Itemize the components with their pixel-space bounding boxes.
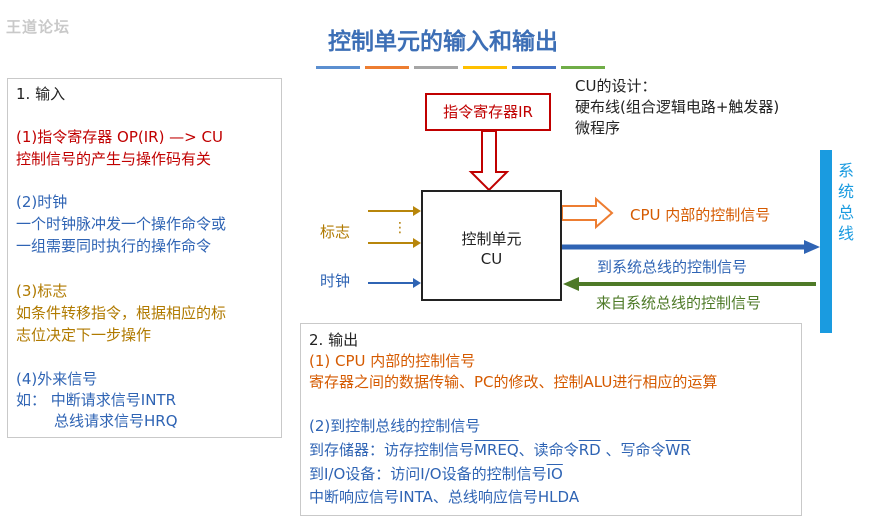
page-title: 控制单元的输入和输出 bbox=[328, 29, 558, 55]
input-panel: 1. 输入 (1)指令寄存器 OP(IR) —> CU 控制信号的产生与操作码有… bbox=[7, 78, 282, 438]
mreq-signal: MREQ bbox=[474, 441, 519, 459]
title-bar-1 bbox=[316, 66, 360, 69]
watermark-logo: 王道论坛 bbox=[6, 18, 71, 36]
from-bus-arrow bbox=[563, 277, 816, 291]
interrupt-signal-line: 中断响应信号INTA、总线响应信号HLDA bbox=[309, 488, 580, 506]
control-unit-label: 控制单元 bbox=[461, 230, 522, 248]
rd-signal: RD bbox=[578, 441, 601, 459]
cu-design-line-3: 微程序 bbox=[575, 119, 621, 137]
ext-desc-2: 总线请求信号HRQ bbox=[54, 412, 178, 430]
memory-signal-line: 到存储器：访存控制信号MREQ、读命令RD 、写命令WR bbox=[309, 440, 691, 461]
clock-desc-2: 一组需要同时执行的操作命令 bbox=[16, 237, 212, 255]
cu-design-line-1: CU的设计： bbox=[575, 77, 657, 95]
title-bar-6 bbox=[561, 66, 605, 69]
control-unit-abbr: CU bbox=[480, 250, 503, 268]
io-signal-line: 到I/O设备：访问I/O设备的控制信号IO bbox=[309, 464, 563, 485]
read-command-text: 、读命令 bbox=[518, 441, 579, 459]
cu-design-line-2: 硬布线(组合逻辑电路+触发器) bbox=[575, 98, 780, 116]
ir-to-cu-arrow bbox=[468, 130, 510, 192]
flag-desc-1: 如条件转移指令，根据相应的标 bbox=[16, 304, 227, 322]
write-command-text: 、写命令 bbox=[600, 441, 666, 459]
ir-desc: 控制信号的产生与操作码有关 bbox=[16, 150, 212, 168]
clock-label: 时钟 bbox=[320, 272, 351, 290]
ext-title: (4)外来信号 bbox=[16, 370, 98, 388]
input-heading: 1. 输入 bbox=[16, 85, 66, 103]
to-bus-arrow bbox=[562, 240, 820, 254]
flag-input-arrow-2 bbox=[368, 238, 421, 248]
output-panel: 2. 输出 (1) CPU 内部的控制信号 寄存器之间的数据传输、PC的修改、控… bbox=[300, 323, 802, 516]
title-bar-4 bbox=[463, 66, 507, 69]
cpu-signal-title: (1) CPU 内部的控制信号 bbox=[309, 352, 476, 370]
memory-signal-prefix: 到存储器：访存控制信号 bbox=[309, 441, 475, 459]
title-bar-3 bbox=[414, 66, 458, 69]
io-signal-prefix: 到I/O设备：访问I/O设备的控制信号 bbox=[309, 465, 547, 483]
flag-desc-2: 志位决定下一步操作 bbox=[16, 326, 152, 344]
flag-input-arrow bbox=[368, 206, 421, 216]
flag-dots: ⋮ bbox=[393, 220, 407, 236]
title-bar-2 bbox=[365, 66, 409, 69]
system-bus-bar bbox=[820, 150, 832, 333]
cpu-internal-arrow bbox=[561, 196, 614, 230]
cu-design-notes: CU的设计： 硬布线(组合逻辑电路+触发器) 微程序 bbox=[575, 76, 779, 139]
title-bar-5 bbox=[512, 66, 556, 69]
output-heading: 2. 输出 bbox=[309, 331, 359, 349]
bus-signal-title: (2)到控制总线的控制信号 bbox=[309, 417, 481, 435]
clock-input-arrow bbox=[368, 278, 421, 288]
instruction-register-box: 指令寄存器IR bbox=[425, 93, 551, 131]
ext-desc-1: 如： 中断请求信号INTR bbox=[16, 391, 176, 409]
to-bus-signal-label: 到系统总线的控制信号 bbox=[597, 258, 748, 276]
clock-title: (2)时钟 bbox=[16, 193, 68, 211]
flag-label: 标志 bbox=[320, 223, 351, 241]
system-bus-label: 系统总线 bbox=[838, 161, 855, 243]
ir-title: (1)指令寄存器 OP(IR) —> CU bbox=[16, 128, 223, 146]
flag-title: (3)标志 bbox=[16, 282, 68, 300]
clock-desc-1: 一个时钟脉冲发一个操作命令或 bbox=[16, 215, 227, 233]
cpu-signal-desc: 寄存器之间的数据传输、PC的修改、控制ALU进行相应的运算 bbox=[309, 373, 718, 391]
cpu-internal-signal-label: CPU 内部的控制信号 bbox=[630, 206, 771, 224]
from-bus-signal-label: 来自系统总线的控制信号 bbox=[596, 294, 762, 312]
wr-signal: WR bbox=[665, 441, 691, 459]
io-signal: IO bbox=[546, 465, 563, 483]
control-unit-box: 控制单元 CU bbox=[421, 190, 562, 301]
